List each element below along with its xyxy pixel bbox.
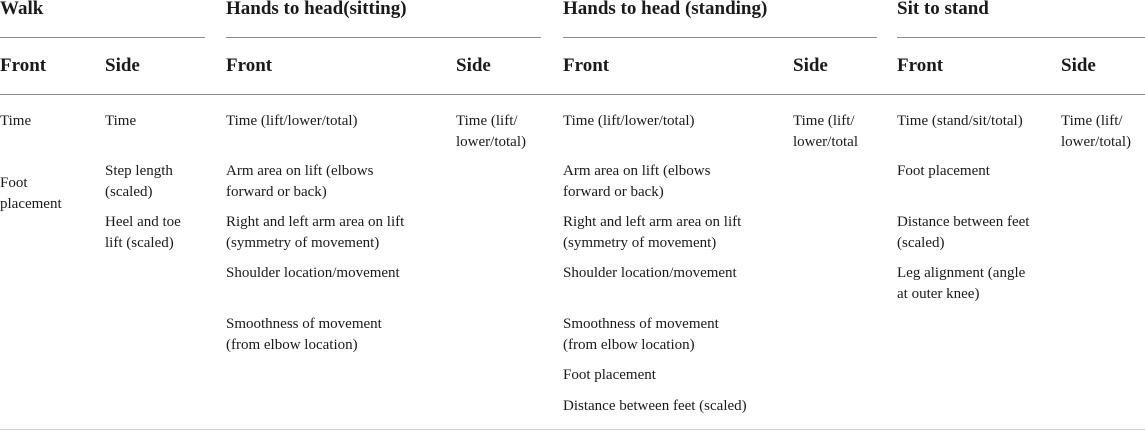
table-cell-item: Smoothness of movement (from elbow locat… xyxy=(563,316,719,353)
subheader-standing-side: Side xyxy=(793,55,828,76)
table-cell-item: Time xyxy=(105,113,137,129)
table-cell-item: Foot placement xyxy=(897,163,990,179)
subheader-sitting-side: Side xyxy=(456,55,491,76)
table-cell-item: Smoothness of movement (from elbow locat… xyxy=(226,316,382,353)
table-cell-item: Foot placement xyxy=(563,367,656,383)
table-cell-item: Step length (scaled) xyxy=(105,163,173,200)
table-cell-item: Heel and toe lift (scaled) xyxy=(105,214,181,251)
table-cell-item: Time (stand/sit/total) xyxy=(897,113,1023,129)
group-rule-sitting xyxy=(226,37,541,38)
subheader-walk-side: Side xyxy=(105,55,140,76)
table-cell-item: Foot placement xyxy=(0,175,62,212)
group-rule-sit-to-stand xyxy=(897,37,1145,38)
table-cell-item: Time xyxy=(0,113,32,129)
table-cell-item: Distance between feet (scaled) xyxy=(563,398,747,414)
subheader-walk-front: Front xyxy=(0,55,47,76)
group-header-sit-to-stand: Sit to stand xyxy=(897,0,989,19)
table-cell-item: Right and left arm area on lift (symmetr… xyxy=(226,214,405,251)
subheader-sitting-front: Front xyxy=(226,55,273,76)
table-cell-item: Time (lift/lower/total) xyxy=(226,113,358,129)
group-rule-walk xyxy=(0,37,205,38)
table-cell-item: Arm area on lift (elbows forward or back… xyxy=(226,163,374,200)
table-cell-item: Shoulder location/movement xyxy=(226,265,400,281)
table-cell-item: Arm area on lift (elbows forward or back… xyxy=(563,163,711,200)
table-cell-item: Distance between feet (scaled) xyxy=(897,214,1030,251)
table-cell-item: Time (lift/lower/total) xyxy=(563,113,695,129)
table-cell-item: Right and left arm area on lift (symmetr… xyxy=(563,214,742,251)
group-header-hands-to-head-sitting: Hands to head(sitting) xyxy=(226,0,407,19)
group-header-walk: Walk xyxy=(0,0,44,19)
subheader-sts-front: Front xyxy=(897,55,944,76)
table-cell-item: Time (lift/ lower/total) xyxy=(456,113,526,150)
subheader-standing-front: Front xyxy=(563,55,610,76)
table-cell-item: Shoulder location/movement xyxy=(563,265,737,281)
table-cell-item: Leg alignment (angle at outer knee) xyxy=(897,265,1026,302)
group-header-hands-to-head-standing: Hands to head (standing) xyxy=(563,0,768,19)
subheader-sts-side: Side xyxy=(1061,55,1096,76)
table-bottom-rule xyxy=(0,429,1145,430)
group-rule-standing xyxy=(563,37,877,38)
table-cell-item: Time (lift/ lower/total) xyxy=(1061,113,1131,150)
table-cell-item: Time (lift/ lower/total xyxy=(793,113,858,150)
subheader-rule xyxy=(0,94,1145,95)
